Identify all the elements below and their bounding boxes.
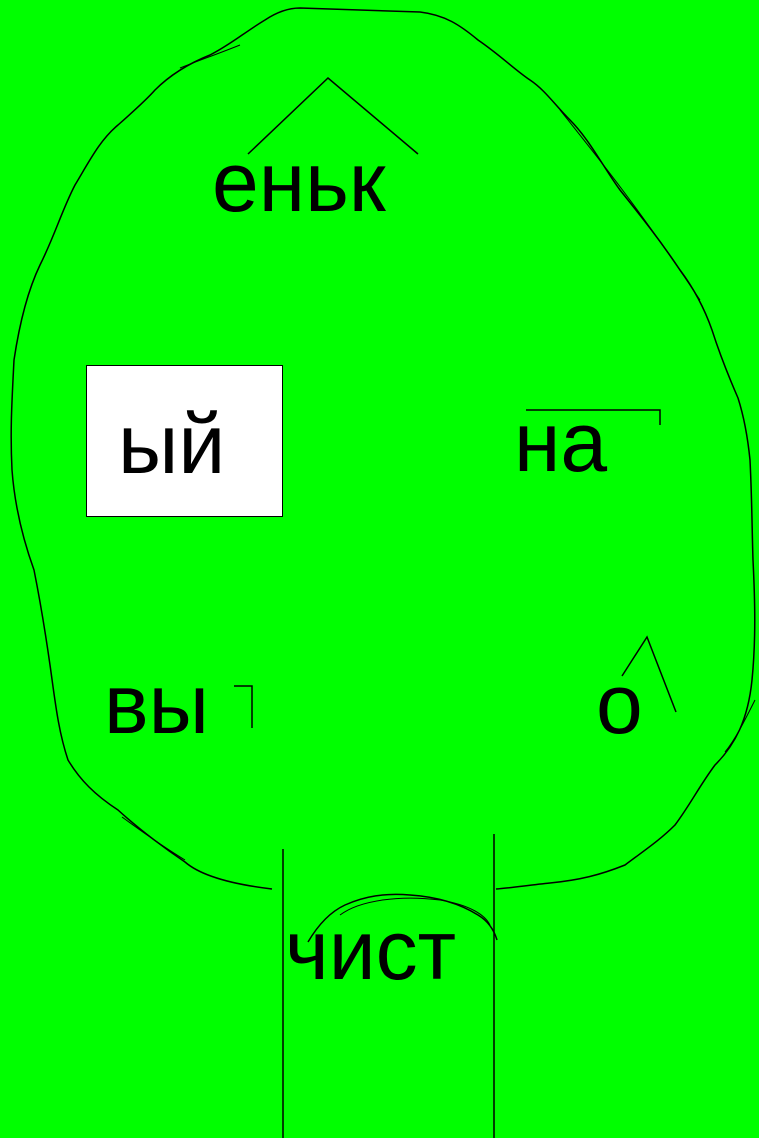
prefix-label: на bbox=[514, 395, 608, 489]
prefix-2-label: вы bbox=[104, 657, 209, 751]
tree-crown-outline bbox=[10, 7, 756, 890]
root-label: чист bbox=[285, 903, 457, 997]
prefix-mark-na bbox=[526, 409, 661, 425]
ending-box bbox=[86, 365, 283, 517]
tree-crown-outline-sketch bbox=[121, 44, 756, 861]
root-arc-sketch bbox=[339, 897, 491, 926]
suffix-mark bbox=[247, 76, 419, 155]
ending-label: ый bbox=[118, 397, 226, 491]
root-arc bbox=[307, 893, 498, 943]
suffix-label: еньк bbox=[212, 135, 386, 229]
prefix-mark-vy bbox=[234, 685, 253, 728]
connecting-vowel-label: о bbox=[596, 657, 643, 751]
connecting-vowel-mark bbox=[621, 635, 677, 713]
